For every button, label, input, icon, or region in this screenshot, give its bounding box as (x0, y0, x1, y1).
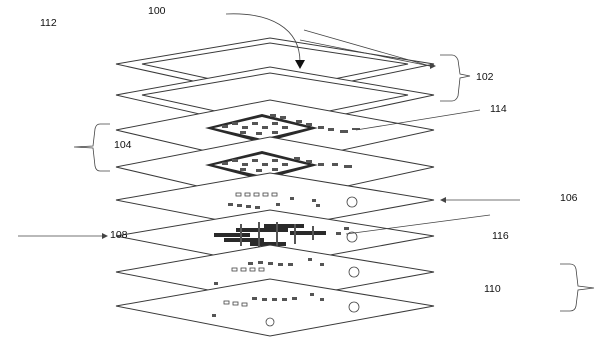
lower-top-components (214, 258, 360, 285)
lower-board-bottom (115, 278, 435, 337)
arrowhead-frame (430, 63, 436, 69)
conductor-grid (214, 222, 358, 248)
label-116: 116 (492, 230, 509, 242)
arrowhead-108 (102, 233, 108, 239)
leader-114 (355, 109, 481, 131)
leader-frame-1 (303, 29, 431, 67)
label-108: 108 (110, 229, 128, 241)
brace-102 (440, 54, 471, 102)
label-110: 110 (484, 283, 501, 295)
arrow-100 (225, 13, 301, 63)
leader-frame-2 (299, 39, 431, 67)
component-array-upper (205, 114, 360, 143)
leader-116 (345, 214, 491, 235)
label-102: 102 (476, 71, 494, 83)
component-array-lower (205, 151, 352, 180)
label-104: 104 (114, 139, 132, 151)
arrowhead-100 (295, 60, 305, 69)
label-112: 112 (40, 17, 57, 29)
brace-104 (73, 123, 110, 172)
label-100: 100 (148, 5, 166, 17)
arrowhead-106 (440, 197, 446, 203)
brace-110 (560, 263, 595, 312)
circuit-layer-upper (115, 99, 435, 167)
label-106: 106 (560, 192, 578, 204)
circuit-layer-lower (115, 136, 435, 204)
lower-bottom-components (212, 293, 360, 327)
label-114: 114 (490, 103, 507, 115)
